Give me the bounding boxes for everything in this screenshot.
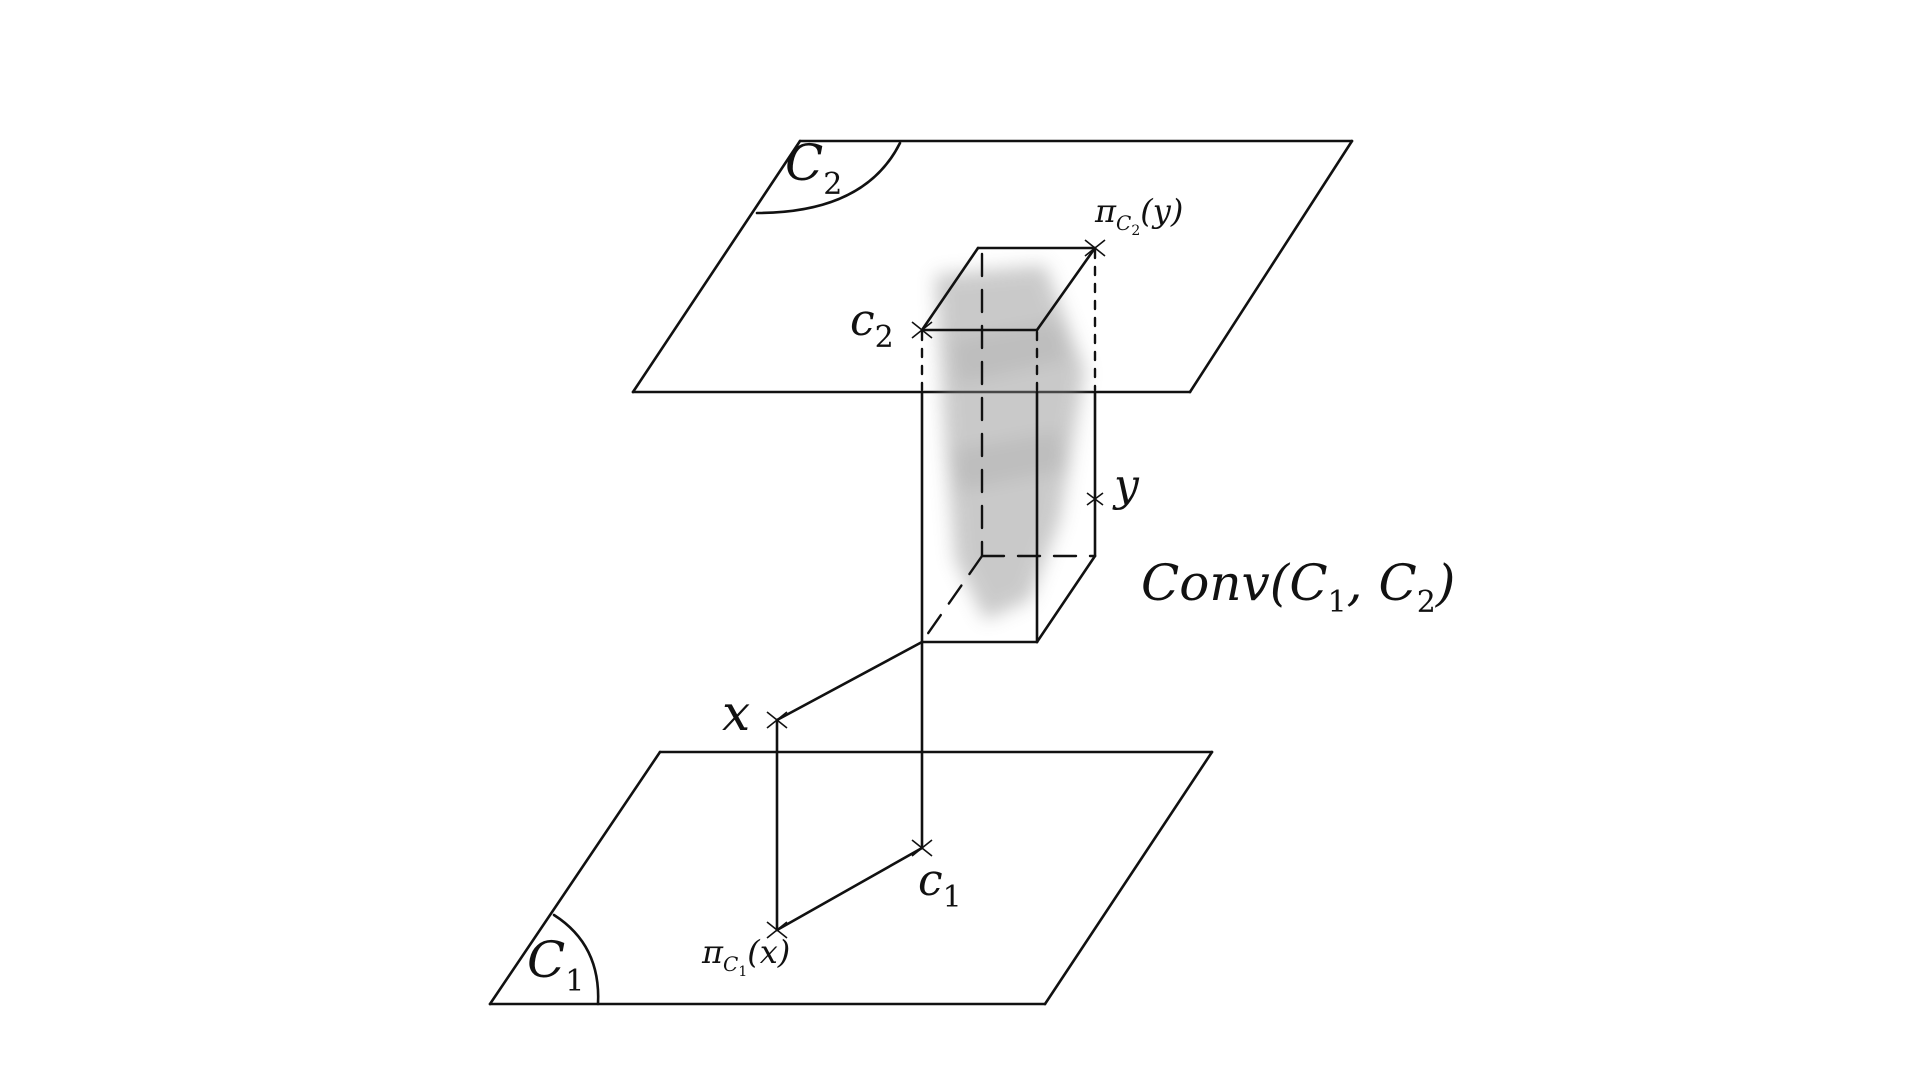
label-point-c1: c1 — [918, 855, 962, 915]
label-proj-c2: πC2(y) — [1094, 192, 1183, 239]
point-markers — [766, 239, 1106, 939]
label-point-c2: c2 — [850, 295, 894, 355]
marker-x — [766, 711, 788, 729]
marker-pi-c2-y — [1084, 239, 1106, 257]
label-conv: Conv(C1, C2) — [1141, 554, 1455, 620]
label-set-c2: C2 — [785, 134, 842, 202]
label-point-y: y — [1112, 460, 1140, 511]
marker-c2 — [911, 321, 933, 339]
upper-plane — [631, 139, 1354, 394]
label-proj-c1: πC1(x) — [701, 933, 790, 980]
label-point-x: x — [722, 684, 750, 742]
hull-shading — [935, 265, 1085, 620]
projection-lines — [775, 640, 924, 932]
lower-plane — [488, 750, 1214, 1006]
marker-y — [1086, 492, 1104, 506]
hull-box — [920, 246, 1097, 644]
marker-pi-c1-x — [766, 921, 788, 939]
marker-c1 — [911, 839, 933, 857]
label-set-c1: C1 — [527, 931, 584, 999]
